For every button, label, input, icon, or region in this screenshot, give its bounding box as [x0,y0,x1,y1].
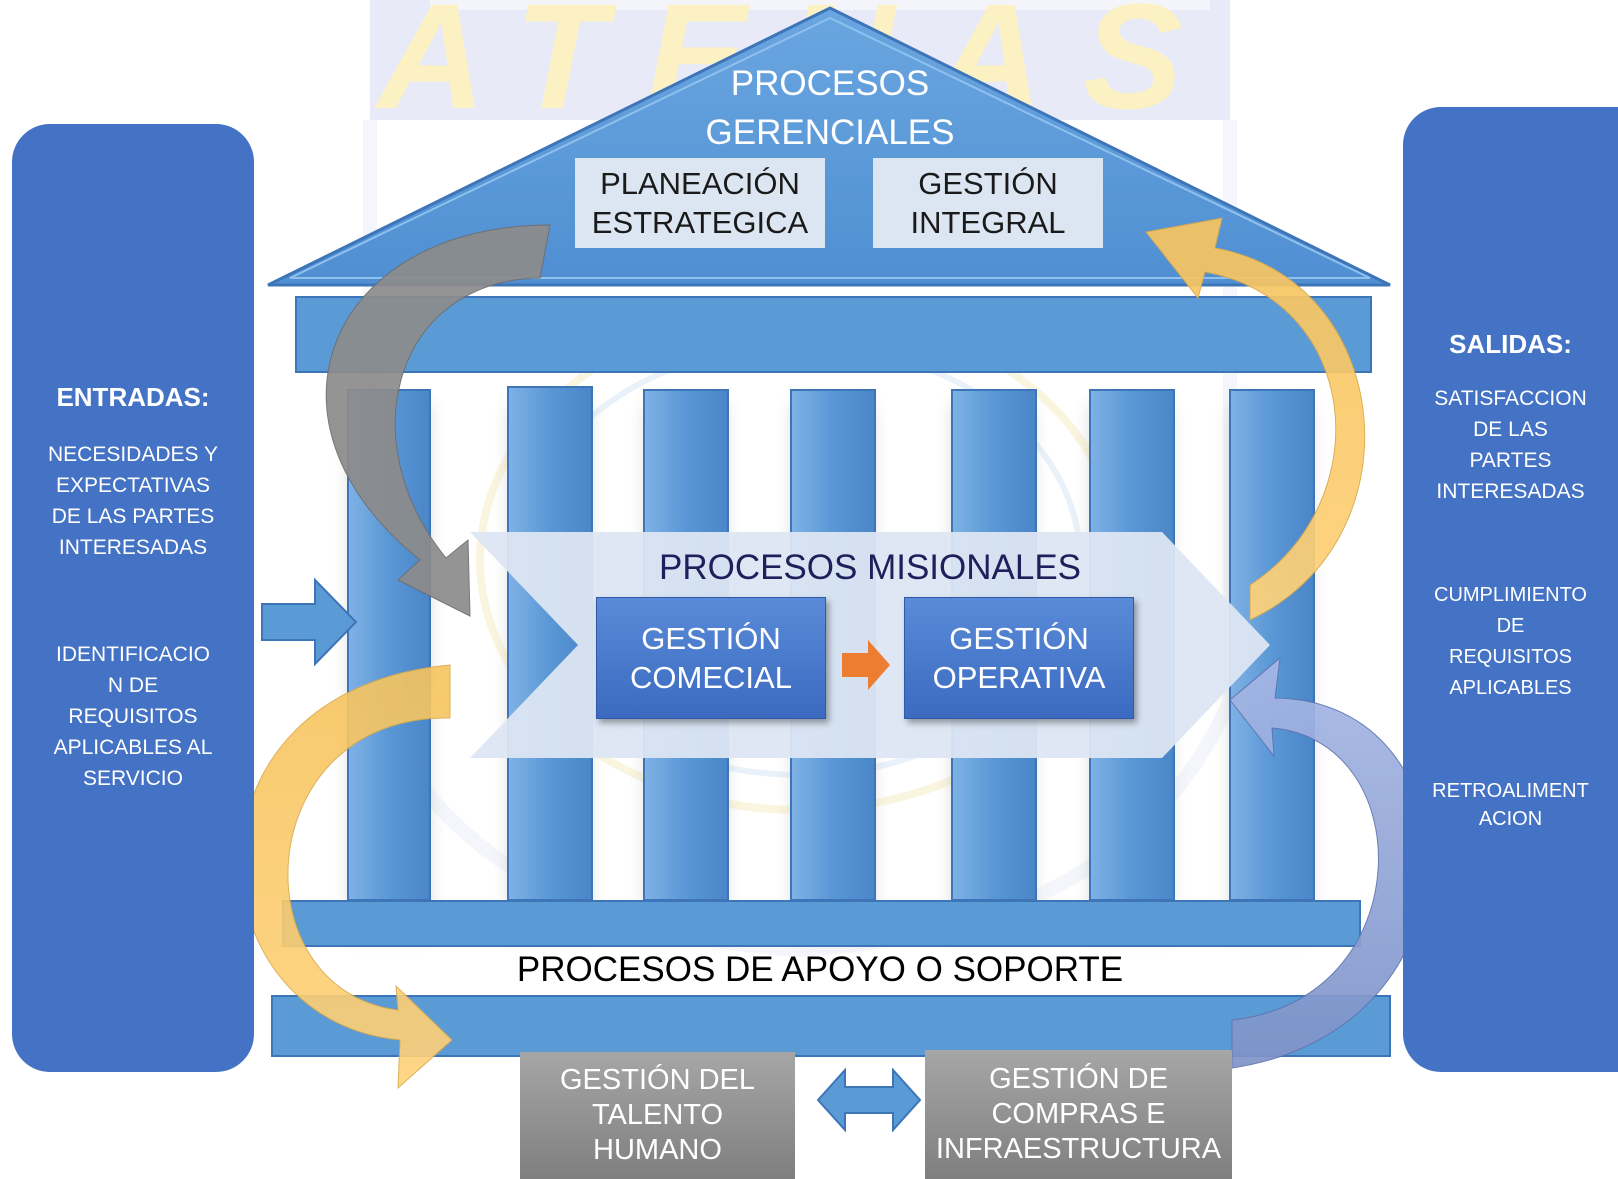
entradas-title: ENTRADAS: [56,382,210,412]
compras-box: GESTIÓN DE COMPRAS E INFRAESTRUCTURA [925,1050,1232,1179]
orange-arrow [842,640,890,690]
compras-line3: INFRAESTRUCTURA [935,1133,1222,1165]
gestion-comercial-line1: GESTIÓN [641,621,781,656]
salidas-title: SALIDAS: [1449,329,1572,359]
entry-arrow [261,577,358,667]
entradas-item-necesidades: NECESIDADES Y EXPECTATIVAS DE LAS PARTES… [48,443,218,559]
gestion-comercial-line2: COMECIAL [630,660,792,695]
salidas-item-cumplimiento: CUMPLIMIENTO DE REQUISITOS APLICABLES [1434,584,1587,699]
planeacion-line2: ESTRATEGICA [591,205,809,240]
gestion-operativa-line1: GESTIÓN [949,621,1089,656]
gerenciales-title-line1: PROCESOS [730,64,930,103]
compras-line2: COMPRAS E [991,1098,1166,1130]
gerenciales-title-line2: GERENCIALES [705,113,955,152]
gestion-integral-box: GESTIÓN INTEGRAL [873,158,1103,248]
talento-humano-line1: GESTIÓN DEL [560,1064,755,1096]
gestion-integral-line1: GESTIÓN [918,166,1058,201]
entradas-panel: ENTRADAS: NECESIDADES Y EXPECTATIVAS DE … [12,124,254,1072]
gestion-comercial-box: GESTIÓN COMECIAL [596,597,826,719]
lavender-curved-arrow [1229,656,1428,1069]
gestion-operativa-box: GESTIÓN OPERATIVA [904,597,1134,719]
compras-line1: GESTIÓN DE [989,1063,1168,1095]
talento-humano-line2: TALENTO [591,1099,724,1131]
entradas-item-requisitos: IDENTIFICACIO N DE REQUISITOS APLICABLES… [53,643,213,790]
base-beam [282,900,1361,947]
apoyo-title: PROCESOS DE APOYO O SOPORTE [516,950,1124,989]
gestion-integral-line2: INTEGRAL [910,205,1066,240]
planeacion-line1: PLANEACIÓN [600,166,800,201]
talento-humano-line3: HUMANO [593,1134,722,1166]
salidas-panel: SALIDAS: SATISFACCION DE LAS PARTES INTE… [1403,107,1618,1072]
gray-curved-arrow [325,224,551,617]
misionales-title: PROCESOS MISIONALES [658,547,1082,587]
entablature-beam [295,296,1372,373]
roof-pediment [267,6,1391,287]
salidas-item-satisfaccion: SATISFACCION DE LAS PARTES INTERESADAS [1434,387,1587,503]
salidas-item-retroalimentacion: RETROALIMENT ACION [1432,780,1589,830]
gestion-operativa-line2: OPERATIVA [932,660,1106,695]
yellow-curved-arrow-left [240,664,453,1090]
gerenciales-title: PROCESOS GERENCIALES [640,58,1020,158]
foundation-beam [271,995,1391,1057]
talento-humano-box: GESTIÓN DEL TALENTO HUMANO [520,1052,795,1179]
planeacion-box: PLANEACIÓN ESTRATEGICA [575,158,825,248]
yellow-curved-arrow-right [1145,217,1366,621]
double-arrow [816,1067,922,1133]
